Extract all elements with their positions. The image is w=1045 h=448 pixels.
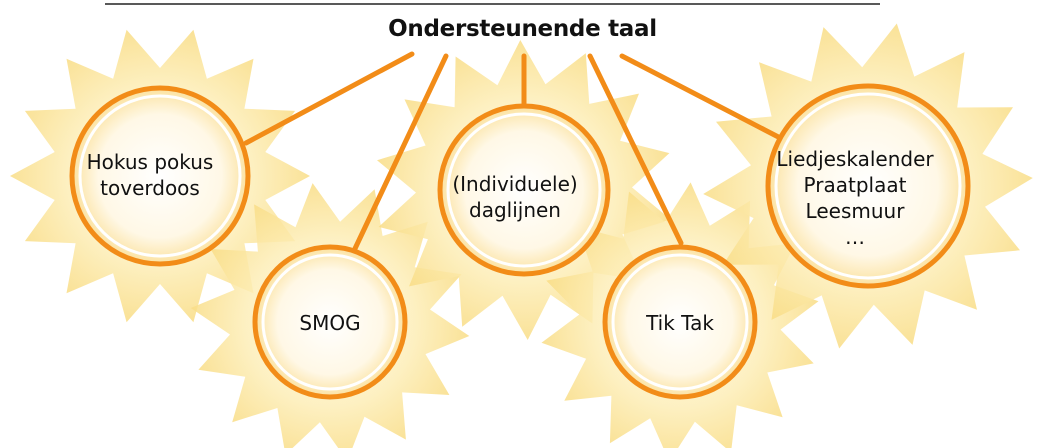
node-inner-ring	[78, 94, 242, 258]
node-disk	[768, 86, 968, 286]
connector-hokus	[243, 51, 415, 146]
node-inner-ring	[261, 253, 399, 391]
node-ring	[69, 85, 251, 267]
node-inner-ring	[611, 253, 749, 391]
node-disk	[440, 106, 608, 274]
node-smog	[252, 244, 408, 400]
node-ring	[437, 103, 611, 277]
node-daglijnen-label: (Individuele) daglijnen	[452, 172, 578, 222]
node-disk	[605, 247, 755, 397]
node-liedjes-label: Liedjeskalender Praatplaat Leesmuur …	[776, 147, 934, 249]
node-ring	[252, 244, 408, 400]
node-daglijnen	[437, 103, 611, 277]
node-tiktak	[602, 244, 758, 400]
connector-smog	[349, 53, 449, 258]
connector-tiktak	[587, 53, 684, 246]
node-rings	[69, 83, 971, 400]
connectors	[243, 51, 793, 258]
node-ring	[765, 83, 971, 289]
node-tiktak-label: Tik Tak	[646, 311, 714, 335]
node-ring	[602, 244, 758, 400]
node-hokus-label: Hokus pokus toverdoos	[86, 150, 214, 200]
node-inner-ring	[446, 112, 602, 268]
diagram-title: Ondersteunende taal	[388, 16, 657, 42]
node-liedjes	[765, 83, 971, 289]
node-hokus	[69, 85, 251, 267]
node-inner-ring	[774, 92, 962, 280]
connector-liedjes	[619, 53, 793, 146]
node-smog-label: SMOG	[299, 311, 361, 335]
node-disk	[255, 247, 405, 397]
node-disk	[72, 88, 248, 264]
